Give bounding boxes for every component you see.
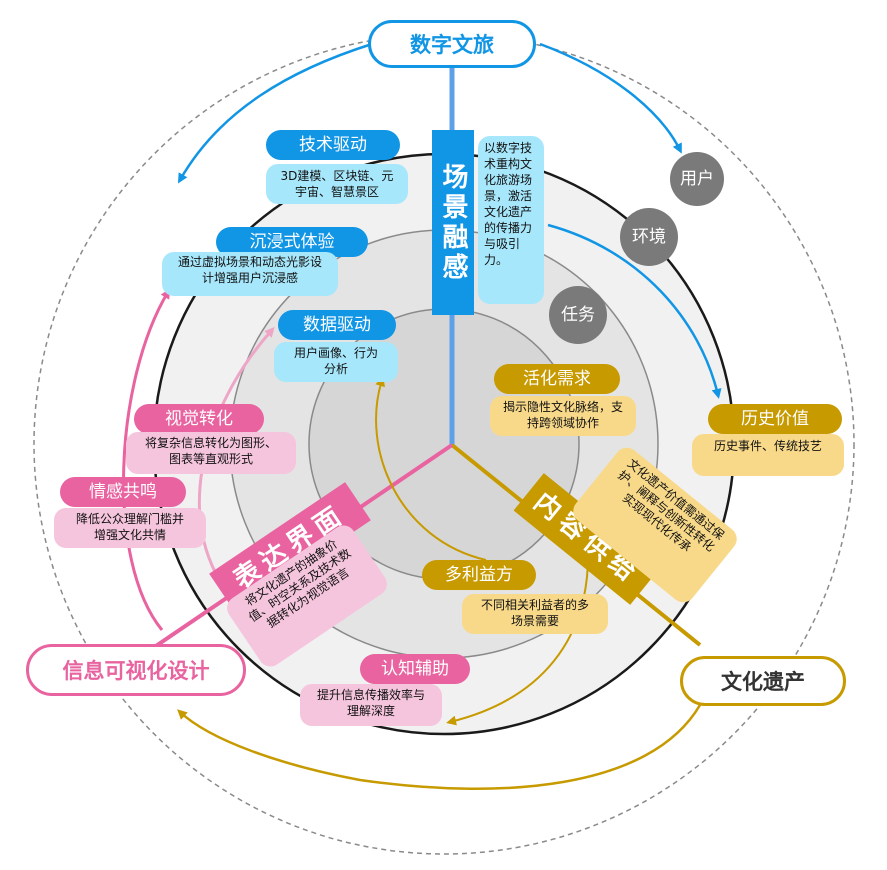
visual-transform-title: 视觉转化	[134, 404, 264, 434]
visual-transform-desc: 将复杂信息转化为图形、图表等直观形式	[126, 432, 296, 474]
outer-dashed-circle	[33, 33, 855, 855]
immersive-desc: 通过虚拟场景和动态光影设计增强用户沉浸感	[162, 252, 338, 296]
emotional-resonance-desc: 降低公众理解门槛并增强文化共情	[54, 508, 206, 548]
circle-user: 用户	[670, 152, 724, 206]
history-value-desc: 历史事件、传统技艺	[692, 434, 844, 476]
arrow-bottom	[177, 704, 702, 790]
label-info-vis-design: 信息可视化设计	[26, 644, 246, 696]
axis-top-label-text: 场景融感	[438, 163, 468, 283]
cognitive-aid-desc: 提升信息传播效率与理解深度	[300, 684, 442, 726]
arrow-top-right	[539, 42, 682, 154]
axis-top-desc: 以数字技术重构文化旅游场景，激活文化遗产的传播力与吸引力。	[478, 136, 544, 304]
emotional-resonance-title: 情感共鸣	[60, 477, 186, 507]
axis-top-label: 场景融感	[432, 130, 474, 315]
stakeholders-desc: 不同相关利益者的多场景需要	[462, 594, 608, 634]
tech-driven-title: 技术驱动	[266, 130, 400, 160]
label-digital-tourism: 数字文旅	[368, 20, 536, 68]
arrow-to-data	[375, 376, 487, 561]
circle-task: 任务	[549, 286, 607, 344]
cognitive-aid-title: 认知辅助	[360, 654, 470, 684]
arrow-left-up	[122, 288, 171, 631]
data-driven-desc: 用户画像、行为分析	[274, 342, 398, 382]
tech-driven-desc: 3D建模、区块链、元宇宙、智慧景区	[266, 164, 408, 204]
arrow-top-left	[178, 42, 373, 184]
label-cultural-heritage: 文化遗产	[680, 656, 846, 706]
stakeholders-title: 多利益方	[422, 560, 536, 590]
history-value-title: 历史价值	[708, 404, 842, 434]
activation-title: 活化需求	[494, 364, 620, 394]
circle-environment: 环境	[620, 208, 678, 266]
data-driven-title: 数据驱动	[278, 310, 396, 340]
arrow-to-history	[547, 223, 722, 399]
activation-desc: 揭示隐性文化脉络，支持跨领域协作	[490, 396, 636, 436]
arrow-to-cognition	[446, 549, 590, 726]
